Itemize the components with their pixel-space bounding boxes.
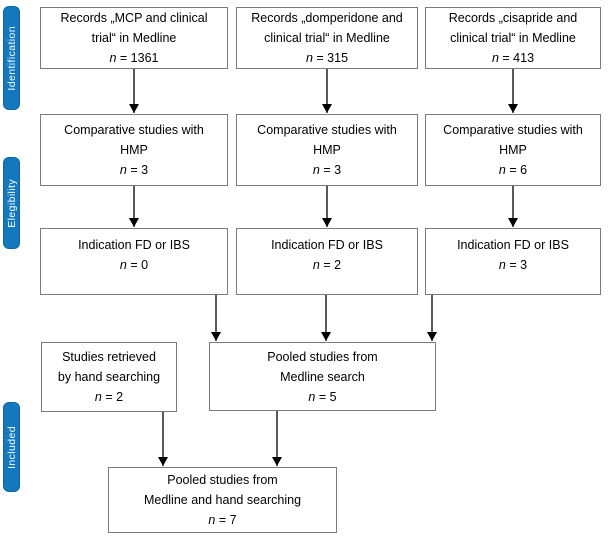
box-indication-cisapride: Indication FD or IBS n = 3 [425, 228, 601, 295]
box-hand-search: Studies retrieved by hand searching n = … [41, 342, 177, 412]
box-text-line: Indication FD or IBS [271, 238, 383, 252]
box-count-line: n = 6 [498, 163, 528, 177]
box-pooled-medline: Pooled studies from Medline search n = 5 [209, 342, 436, 411]
box-records-cisapride: Records „cisapride and clinical trial“ i… [425, 7, 601, 69]
box-count-line: n = 3 [119, 163, 149, 177]
box-count-line: n = 1361 [109, 51, 159, 65]
box-text-line: Medline and hand searching [143, 493, 302, 507]
box-text-line: Studies retrieved [62, 350, 156, 364]
box-records-mcp: Records „MCP and clinical trial“ in Medl… [40, 7, 228, 69]
box-count-line: n = 315 [305, 51, 349, 65]
box-text-line: HMP [499, 143, 527, 157]
box-count-line: n = 3 [312, 163, 342, 177]
box-text-line: Comparative studies with [64, 123, 204, 137]
box-text-line: Indication FD or IBS [78, 238, 190, 252]
box-text-line: HMP [313, 143, 341, 157]
box-text-line: Indication FD or IBS [457, 238, 569, 252]
box-count-line: n = 2 [94, 390, 124, 404]
box-count-line: n = 2 [312, 258, 342, 272]
box-text-line: clinical trial“ in Medline [450, 31, 576, 45]
stage-label-text: Elegibility [5, 178, 18, 228]
box-records-domperidone: Records „domperidone and clinical trial“… [236, 7, 418, 69]
box-text-line: Records „MCP and clinical [60, 11, 208, 25]
box-text-line: by hand searching [57, 370, 161, 384]
box-text-line: HMP [120, 143, 148, 157]
box-text-line: Comparative studies with [443, 123, 583, 137]
box-indication-mcp: Indication FD or IBS n = 0 [40, 228, 228, 295]
stage-label-text: Included [5, 425, 18, 469]
box-count-line: n = 0 [119, 258, 149, 272]
box-text-line: Medline search [280, 369, 365, 384]
box-text-line: Records „domperidone and [251, 11, 403, 25]
box-count-line: n = 3 [498, 258, 528, 272]
box-text-line: Records „cisapride and [448, 11, 578, 25]
box-count-line: n = 413 [491, 51, 535, 65]
stage-label-eligibility: Elegibility [3, 157, 20, 249]
stage-label-identification: Identification [3, 6, 20, 110]
box-text-line: clinical trial“ in Medline [264, 31, 390, 45]
box-text-line: Pooled studies from [167, 473, 278, 487]
box-indication-domperidone: Indication FD or IBS n = 2 [236, 228, 418, 295]
box-comparative-mcp: Comparative studies with HMP n = 3 [40, 114, 228, 186]
box-pooled-all: Pooled studies from Medline and hand sea… [108, 467, 337, 533]
box-comparative-cisapride: Comparative studies with HMP n = 6 [425, 114, 601, 186]
box-text-line: Comparative studies with [257, 123, 397, 137]
box-text-line: trial“ in Medline [91, 31, 177, 45]
stage-label-included: Included [3, 402, 20, 492]
box-comparative-domperidone: Comparative studies with HMP n = 3 [236, 114, 418, 186]
box-text-line: Pooled studies from [267, 349, 378, 364]
box-count-line: n = 5 [308, 389, 337, 404]
stage-label-text: Identification [5, 25, 18, 91]
box-count-line: n = 7 [208, 513, 237, 527]
